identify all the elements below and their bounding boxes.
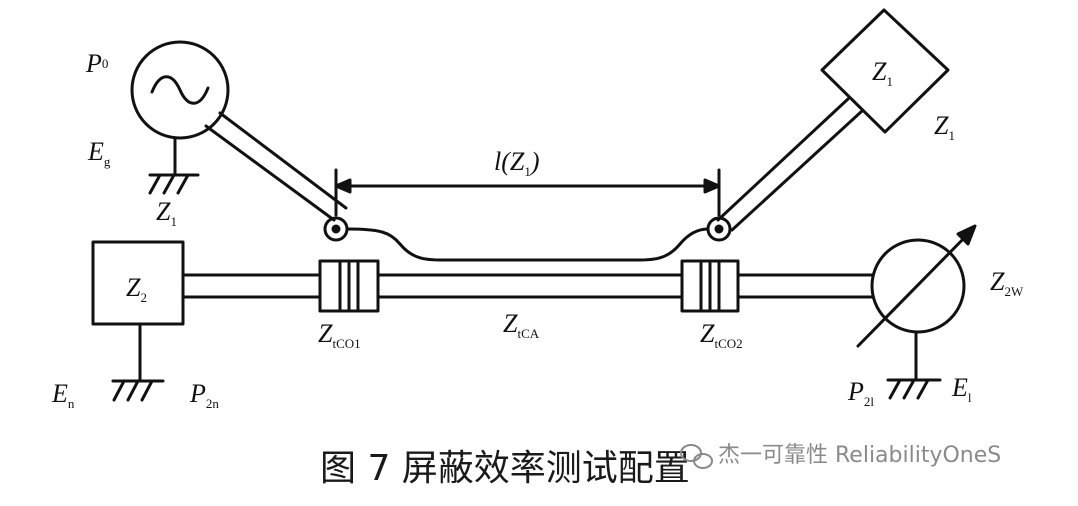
label-p0: P0 <box>85 49 108 78</box>
label-ztca: ZtCA <box>503 309 540 341</box>
coupler-2 <box>680 259 740 313</box>
label-en: En <box>51 379 75 411</box>
watermark: 杰一可靠性 ReliabilityOneS <box>680 443 1001 469</box>
figure-caption: 图 7 屏蔽效率测试配置 <box>320 448 690 489</box>
ground-symbol-generator <box>148 173 200 195</box>
right-tap-connector <box>706 216 732 242</box>
label-z1-box: Z1 <box>872 57 893 89</box>
label-z2w: Z2W <box>990 267 1024 299</box>
generator-circle <box>130 40 230 140</box>
label-el: El <box>951 373 972 405</box>
label-z2-box: Z2 <box>126 273 147 305</box>
variable-impedance-z2w <box>856 224 977 380</box>
load-z1-box <box>820 8 950 134</box>
label-p2n: P2n <box>189 379 219 411</box>
label-ztco2: ZtCO2 <box>700 319 743 351</box>
ground-symbol-z2w <box>886 378 942 400</box>
label-p2l: P2l <box>847 377 874 409</box>
labels: P0 Eg Z1 Z1 Z1 l(Z1) Z2 Z2W ZtCO1 ZtCA Z… <box>51 49 1024 411</box>
label-z1-side: Z1 <box>934 111 955 143</box>
label-z1-ground: Z1 <box>156 197 177 229</box>
sine-wave-icon <box>150 75 210 105</box>
left-tap-connector <box>323 216 349 242</box>
left-diagonal-cable <box>204 111 348 222</box>
label-eg: Eg <box>87 137 111 169</box>
z2-box <box>91 240 185 326</box>
signal-generator <box>130 40 230 195</box>
watermark-text: 杰一可靠性 ReliabilityOneS <box>718 443 1001 468</box>
length-dimension <box>334 168 721 217</box>
main-coaxial-cable <box>181 273 874 299</box>
label-length: l(Z1) <box>494 147 540 179</box>
right-diagonal-cable <box>716 97 864 232</box>
wechat-icon <box>680 444 713 469</box>
label-ztco1: ZtCO1 <box>318 319 361 351</box>
coupler-1 <box>318 259 380 313</box>
ground-symbol-z2 <box>111 379 165 402</box>
inner-conductor <box>345 227 710 262</box>
